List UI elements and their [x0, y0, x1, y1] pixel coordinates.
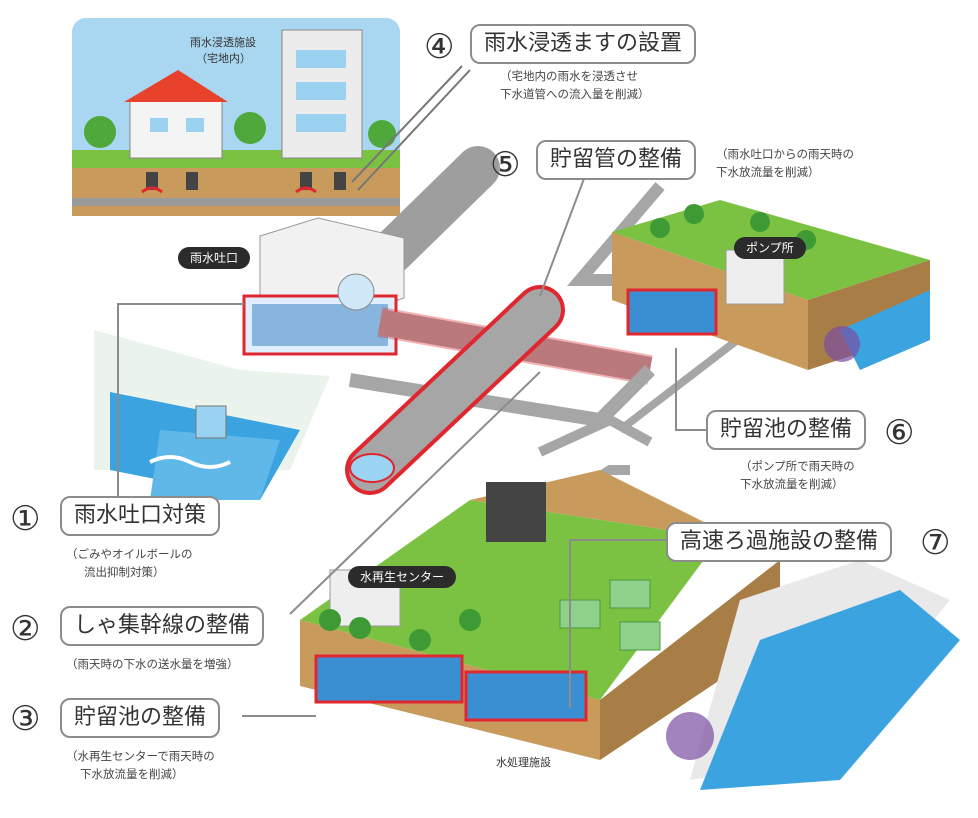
measure-1-title: 雨水吐口対策 — [60, 496, 221, 536]
measure-6-title: 貯留池の整備 — [706, 410, 867, 450]
measure-3-note-line2: 下水放流量を削減） — [80, 767, 184, 781]
outlet-tag: 雨水吐口 — [178, 247, 251, 269]
treatment-facility-label: 水処理施設 — [496, 756, 551, 769]
measure-5-note-line1: （雨水吐口からの雨天時の — [716, 147, 854, 161]
measure-7-title: 高速ろ過施設の整備 — [666, 522, 893, 562]
measure-5-title: 貯留管の整備 — [536, 140, 697, 180]
measure-3-number: ③ — [10, 699, 41, 739]
measure-1-note-line1: （ごみやオイルボールの — [66, 547, 193, 561]
measure-2-note-line1: （雨天時の下水の送水量を増強） — [66, 657, 239, 671]
rain-inset — [72, 18, 400, 216]
measure-5-number: ⑤ — [490, 145, 521, 185]
measure-7-number: ⑦ — [920, 523, 951, 563]
measure-2-title: しゃ集幹線の整備 — [60, 606, 265, 646]
residential-label: （宅地内） — [196, 52, 251, 65]
water-reclamation-center — [300, 470, 960, 790]
water-center-tag: 水再生センター — [348, 566, 457, 588]
measure-3-note-line1: （水再生センターで雨天時の — [66, 749, 215, 763]
measure-3-title: 貯留池の整備 — [60, 698, 221, 738]
pump-station-tag: ポンプ所 — [734, 237, 806, 259]
measure-4-note-line1: （宅地内の雨水を浸透させ — [500, 69, 638, 83]
measure-4-title: 雨水浸透ますの設置 — [470, 24, 697, 64]
infiltration-facility-label: 雨水浸透施設 — [190, 36, 256, 49]
measure-6-note-line1: （ポンプ所で雨天時の — [740, 459, 855, 473]
leader-lines — [117, 167, 706, 717]
outlet-structure — [242, 217, 405, 356]
measure-1-note-line2: 流出抑制対策） — [84, 565, 165, 579]
pump-station — [612, 200, 930, 370]
measure-6-note-line2: 下水放流量を削減） — [740, 477, 844, 491]
measure-2-number: ② — [10, 609, 41, 649]
measure-5-note-line2: 下水放流量を削減） — [716, 165, 820, 179]
measure-6-number: ⑥ — [884, 413, 915, 453]
measure-1-number: ① — [10, 499, 41, 539]
measure-4-number: ④ — [424, 27, 455, 67]
measure-4-note-line2: 下水道管への流入量を削減） — [500, 87, 650, 101]
trunk-pipes — [345, 182, 743, 507]
